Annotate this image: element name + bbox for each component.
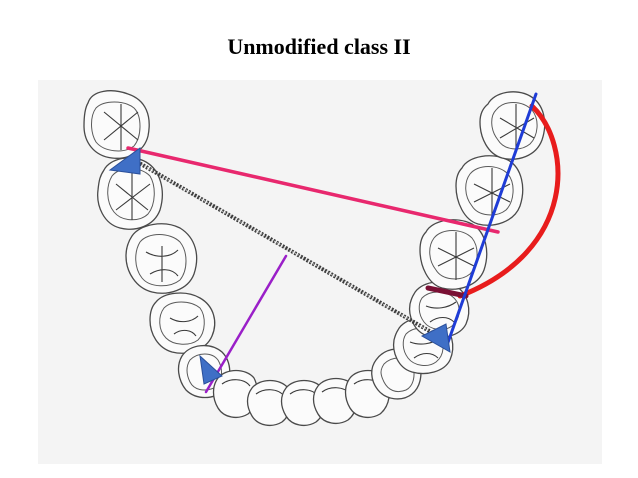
slide-title: Unmodified class II xyxy=(227,34,411,59)
dark-red-segment xyxy=(425,285,469,299)
dotted-diagonal-line xyxy=(132,158,440,338)
left-second-molar xyxy=(83,90,150,159)
left-molar-arrowhead xyxy=(108,147,141,175)
right-third-molar xyxy=(479,91,546,160)
red-arc xyxy=(457,103,561,299)
blue-axis-line xyxy=(444,92,538,350)
right-first-molar xyxy=(419,219,488,290)
pink-reference-line xyxy=(126,146,500,234)
purple-perpendicular-line xyxy=(204,254,288,394)
canine-arrowhead xyxy=(199,354,223,385)
left-first-premolar xyxy=(149,292,216,354)
left-lateral-incisor xyxy=(212,369,259,419)
right-premolar-arrowhead xyxy=(420,323,451,353)
left-second-premolar xyxy=(125,223,198,294)
right-second-molar xyxy=(455,155,524,226)
